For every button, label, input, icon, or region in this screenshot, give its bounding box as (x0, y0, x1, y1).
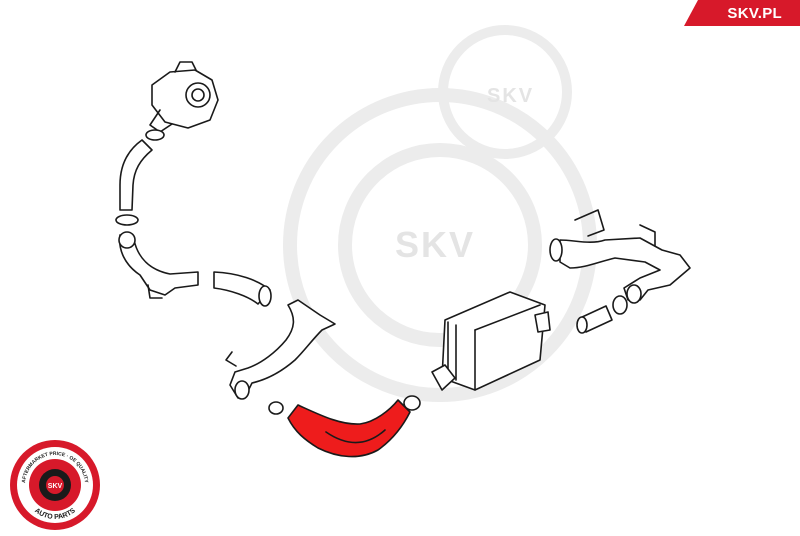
turbocharger (149, 61, 219, 133)
brand-tag-text: SKV.PL (727, 4, 782, 22)
short-hose (213, 271, 272, 307)
hose-clamp (115, 214, 139, 226)
hose-clamp (268, 401, 284, 415)
outlet-pipe-right (549, 209, 691, 304)
watermark-text-small: SKV (487, 85, 534, 107)
intercooler (431, 291, 551, 391)
short-hose-right (576, 295, 628, 334)
seal-center-text: SKV (48, 483, 63, 490)
intermediate-pipe (225, 299, 336, 400)
watermark-text: SKV (395, 224, 475, 265)
intake-pipe-lower-left (118, 231, 199, 299)
watermark-gear-small: SKV (438, 25, 572, 159)
hose-clamp (403, 395, 421, 411)
highlighted-hose (287, 399, 411, 458)
brand-tag: SKV.PL (684, 0, 800, 26)
gear-icon (39, 469, 71, 501)
brand-seal: SKV AFTERMARKET PRICE · OE QUALITY AUTO … (10, 440, 100, 530)
intake-pipe-left (119, 139, 153, 211)
hose-clamp (145, 129, 165, 141)
